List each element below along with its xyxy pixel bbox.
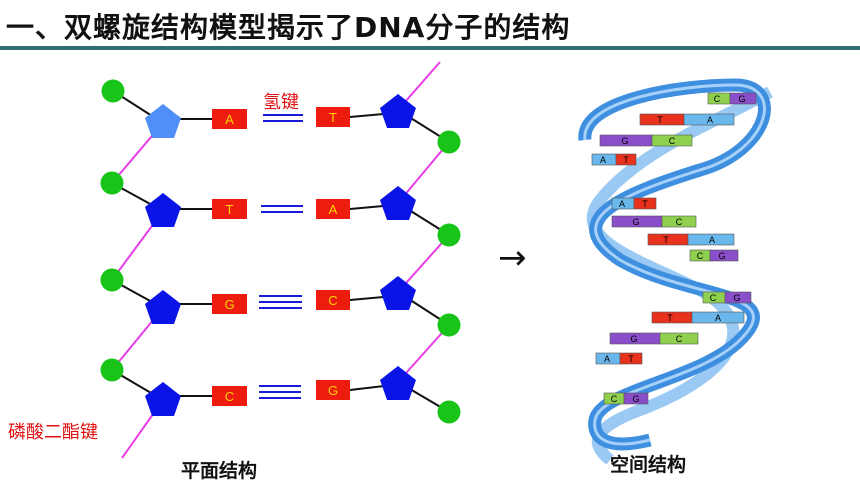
helix-base-letter: A bbox=[600, 155, 606, 165]
helix-base-letter: G bbox=[632, 394, 639, 404]
hydrogen-bond-label: 氢键 bbox=[263, 92, 299, 113]
helix-base-letter: T bbox=[623, 155, 629, 165]
sugar-base-bonds bbox=[178, 113, 385, 397]
base-letter: C bbox=[328, 293, 337, 308]
helix-base bbox=[633, 197, 657, 210]
helix-base-letter: C bbox=[697, 251, 704, 261]
helix-base-letter: C bbox=[669, 136, 676, 146]
deoxyribose-pentagon bbox=[380, 366, 416, 400]
base-letter: G bbox=[224, 297, 234, 312]
deoxyribose-pentagon bbox=[380, 186, 416, 220]
hydrogen-bond-lines bbox=[259, 385, 301, 399]
phosphate-circle bbox=[100, 268, 124, 292]
deoxyribose-pentagon bbox=[145, 104, 181, 138]
helix-base-letter: G bbox=[738, 94, 745, 104]
phosphate-circle bbox=[437, 400, 461, 424]
helix-base bbox=[683, 113, 735, 126]
base-letter: T bbox=[329, 110, 337, 125]
base-pairs: A T T A G C bbox=[212, 107, 350, 406]
helix-base-letter: C bbox=[676, 334, 683, 344]
helix-base bbox=[709, 249, 739, 262]
base-letter: A bbox=[329, 202, 338, 217]
phosphate-groups bbox=[100, 79, 461, 424]
helix-base-letter: T bbox=[663, 235, 669, 245]
base-box bbox=[212, 199, 247, 219]
base-letter: T bbox=[226, 202, 234, 217]
right-phosphodiester-bond bbox=[397, 324, 450, 383]
deoxyribose-pentagon bbox=[145, 290, 181, 324]
deoxyribose-sugars bbox=[145, 94, 416, 416]
helix-base-letter: G bbox=[733, 293, 740, 303]
deoxyribose-pentagon bbox=[380, 276, 416, 310]
double-helix: C G T A G C A T A T G bbox=[578, 78, 773, 465]
deoxyribose-pentagon bbox=[145, 382, 181, 416]
phosphate-circle bbox=[437, 223, 461, 247]
helix-base bbox=[687, 233, 735, 246]
deoxyribose-pentagon bbox=[145, 193, 181, 227]
hydrogen-bond-lines bbox=[259, 295, 302, 309]
base-box bbox=[212, 109, 247, 129]
base-letter: A bbox=[225, 112, 234, 127]
transition-arrow: → bbox=[498, 238, 527, 278]
spatial-structure-caption: 空间结构 bbox=[610, 454, 687, 476]
hydrogen-bond-lines bbox=[261, 205, 303, 213]
hydrogen-bond-lines bbox=[263, 114, 303, 122]
helix-base-letter: C bbox=[714, 94, 721, 104]
helix-base-letter: C bbox=[611, 394, 618, 404]
helix-base-letter: G bbox=[630, 334, 637, 344]
helix-base bbox=[615, 153, 637, 166]
helix-base-letter: G bbox=[632, 217, 639, 227]
planar-structure-caption: 平面结构 bbox=[181, 460, 258, 482]
helix-base-letter: G bbox=[718, 251, 725, 261]
helix-base-pairs: C G T A G C A T A T G bbox=[591, 92, 757, 405]
helix-base bbox=[691, 311, 745, 324]
base-box bbox=[212, 386, 247, 406]
helix-base-letter: T bbox=[628, 354, 634, 364]
helix-base-letter: A bbox=[709, 235, 715, 245]
phosphate-circle bbox=[437, 313, 461, 337]
base-letter: G bbox=[328, 383, 338, 398]
phosphate-circle bbox=[100, 358, 124, 382]
sugar-phosphate-bonds bbox=[111, 90, 450, 413]
helix-base bbox=[619, 352, 643, 365]
helix-base-letter: C bbox=[710, 293, 717, 303]
helix-base-letter: A bbox=[715, 313, 721, 323]
page-title: 一、双螺旋结构模型揭示了DNA分子的结构 bbox=[6, 11, 571, 44]
helix-base-letter: A bbox=[619, 199, 625, 209]
base-letter: C bbox=[225, 389, 234, 404]
phosphate-circle bbox=[437, 130, 461, 154]
deoxyribose-pentagon bbox=[380, 94, 416, 128]
helix-base-letter: T bbox=[657, 115, 663, 125]
helix-base-letter: A bbox=[604, 354, 610, 364]
phosphate-circle bbox=[100, 171, 124, 195]
helix-base-letter: A bbox=[707, 115, 713, 125]
helix-base-letter: T bbox=[642, 199, 648, 209]
right-phosphodiester-bond bbox=[397, 234, 450, 293]
base-box bbox=[316, 199, 350, 219]
base-box bbox=[316, 107, 350, 127]
helix-base bbox=[661, 215, 697, 228]
helix-base-letter: C bbox=[676, 217, 683, 227]
helix-base-letter: G bbox=[621, 136, 628, 146]
base-box bbox=[212, 294, 247, 314]
base-box bbox=[316, 290, 350, 310]
helix-base bbox=[651, 134, 693, 147]
title-underline bbox=[0, 46, 860, 50]
helix-base bbox=[724, 291, 752, 304]
helix-base bbox=[659, 332, 699, 345]
phosphodiester-bond-label: 磷酸二酯键 bbox=[8, 422, 98, 443]
helix-base-letter: T bbox=[667, 313, 673, 323]
helix-base bbox=[729, 92, 757, 105]
planar-structure: A T T A G C bbox=[100, 61, 461, 459]
helix-base bbox=[623, 392, 649, 405]
phosphate-circle bbox=[101, 79, 125, 103]
base-box bbox=[316, 380, 350, 400]
